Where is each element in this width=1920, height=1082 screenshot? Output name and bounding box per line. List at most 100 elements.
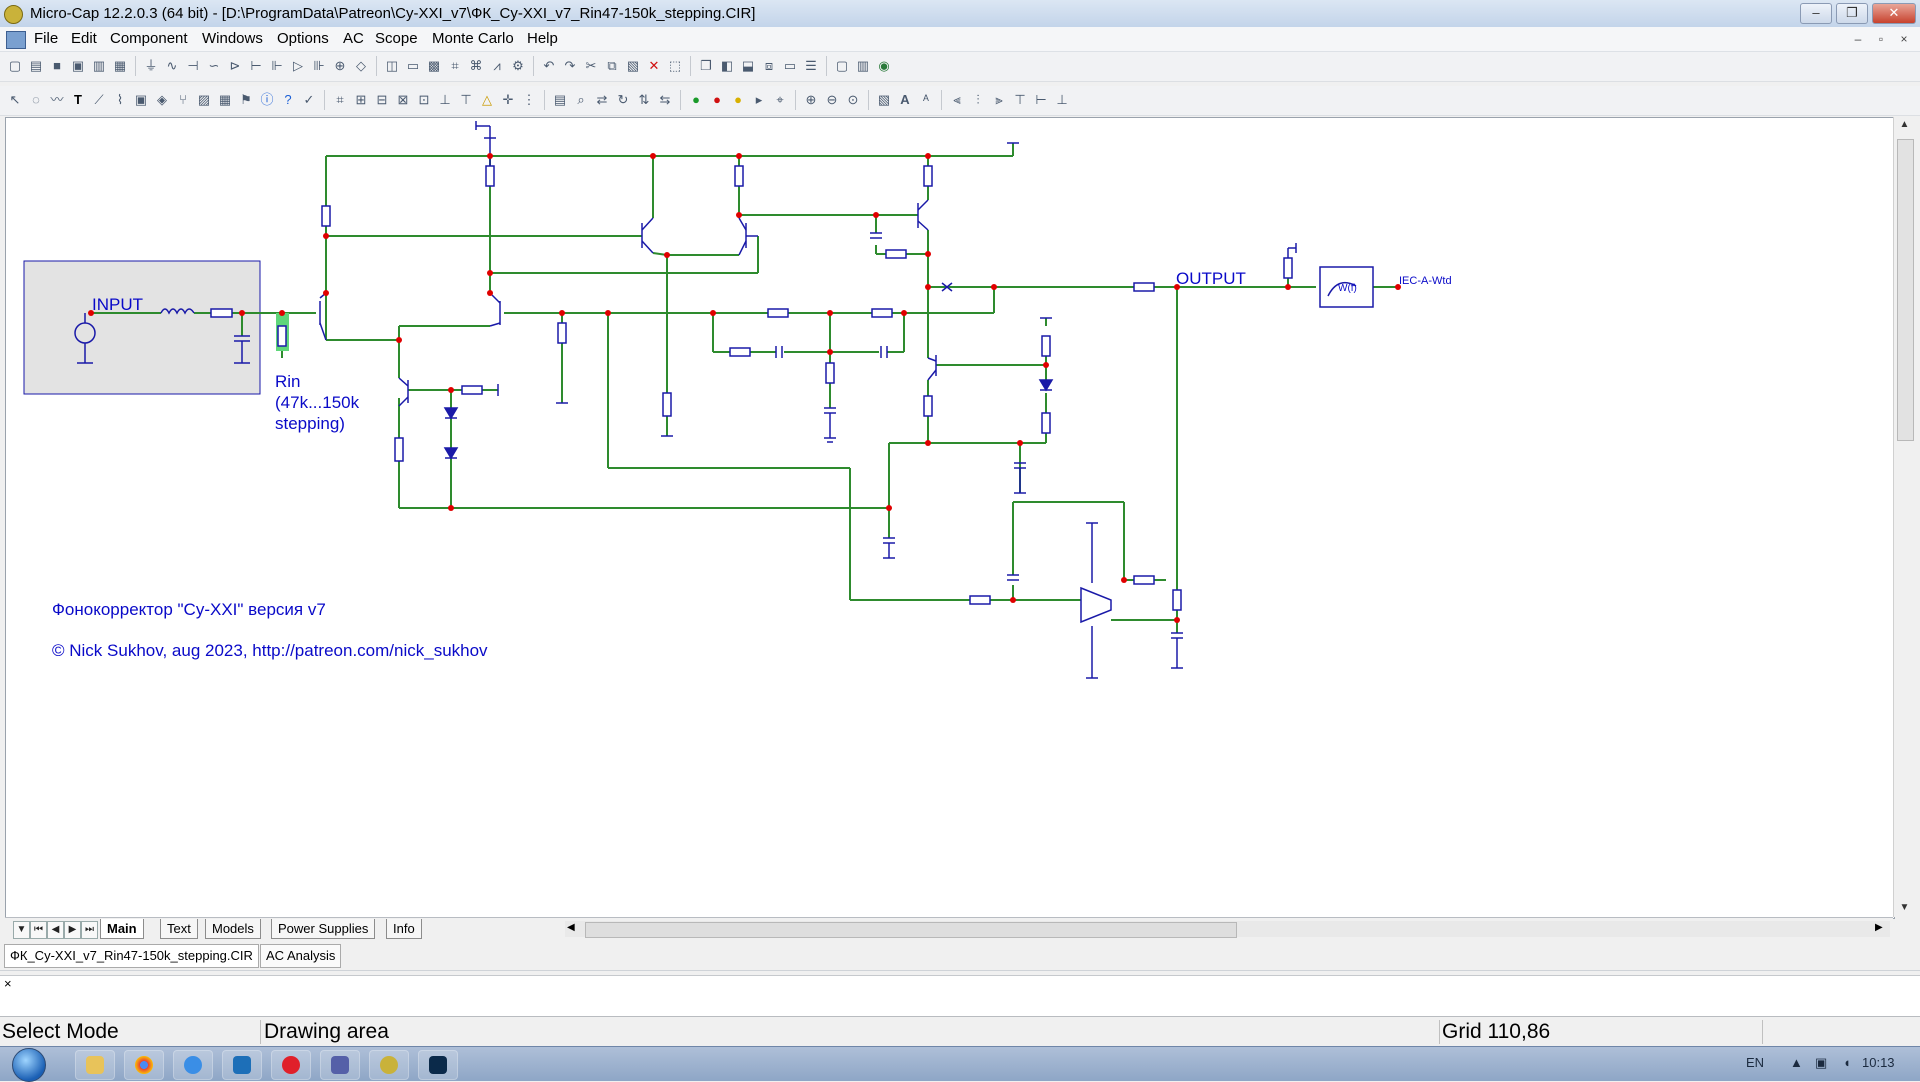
redo-icon[interactable]: ↷ bbox=[564, 58, 576, 73]
menu-help[interactable]: Help bbox=[527, 30, 558, 47]
align-right-icon[interactable]: ⫸ bbox=[995, 92, 1003, 107]
align-middle-icon[interactable]: ⊢ bbox=[1035, 92, 1047, 107]
capacitor[interactable] bbox=[1007, 574, 1019, 581]
transistor[interactable] bbox=[738, 217, 758, 256]
switch-marker[interactable] bbox=[941, 282, 953, 292]
diode[interactable] bbox=[443, 407, 459, 420]
menu-scope[interactable]: Scope bbox=[375, 30, 418, 47]
wire-icon[interactable]: 〰 bbox=[50, 92, 64, 107]
schematic-canvas[interactable]: INPUT OUTPUT Rin (47k...150k stepping) W… bbox=[5, 117, 1895, 919]
menu-edit[interactable]: Edit bbox=[71, 30, 97, 47]
info-icon[interactable]: ⓘ bbox=[260, 92, 274, 107]
align-left-icon[interactable]: ⫷ bbox=[953, 92, 961, 107]
step-icon[interactable]: ▸ bbox=[755, 92, 763, 107]
resistor[interactable] bbox=[871, 308, 893, 318]
jfet[interactable] bbox=[489, 292, 501, 327]
app-taskbar-button[interactable] bbox=[222, 1050, 262, 1080]
resistor[interactable] bbox=[1133, 282, 1155, 292]
diode[interactable] bbox=[443, 447, 459, 460]
bom-icon[interactable]: ▤ bbox=[553, 92, 567, 107]
close-output-button[interactable]: × bbox=[4, 976, 12, 991]
pause-icon[interactable]: ● bbox=[734, 92, 742, 107]
inductor-icon[interactable]: ∽ bbox=[208, 58, 220, 73]
capacitor[interactable] bbox=[234, 335, 250, 364]
photoshop-taskbar-button[interactable] bbox=[418, 1050, 458, 1080]
diode[interactable] bbox=[1038, 379, 1054, 392]
currents-icon[interactable]: ⊟ bbox=[376, 92, 388, 107]
align-center-icon[interactable]: ⫶ bbox=[976, 92, 980, 107]
conditions-icon[interactable]: ⊡ bbox=[418, 92, 430, 107]
mosfet-icon[interactable]: ⊩ bbox=[271, 58, 283, 73]
cross-icon[interactable]: ✛ bbox=[502, 92, 514, 107]
capacitor[interactable] bbox=[1171, 632, 1183, 669]
style-icon[interactable]: ᴬ bbox=[923, 92, 929, 107]
flag-icon[interactable]: ⚑ bbox=[240, 92, 252, 107]
vertical-scrollbar[interactable]: ▲ ▼ bbox=[1893, 117, 1915, 917]
capacitor[interactable] bbox=[870, 232, 882, 239]
probe-icon[interactable]: ⌖ bbox=[776, 92, 784, 107]
rotate-icon[interactable]: ↻ bbox=[617, 92, 629, 107]
menu-windows[interactable]: Windows bbox=[202, 30, 263, 47]
node-numbers-icon[interactable]: ⌗ bbox=[336, 92, 344, 107]
scroll-right-icon[interactable]: ▶ bbox=[1875, 922, 1883, 933]
transistor[interactable] bbox=[927, 355, 937, 381]
menu-ac[interactable]: AC bbox=[343, 30, 364, 47]
zoom-fit-icon[interactable]: ⊙ bbox=[847, 92, 859, 107]
doc-minimize-button[interactable]: – bbox=[1854, 32, 1862, 46]
microcap-taskbar-button[interactable] bbox=[369, 1050, 409, 1080]
resistor[interactable] bbox=[1041, 335, 1051, 357]
mirror-icon[interactable]: ⇆ bbox=[659, 92, 671, 107]
save-all-icon[interactable]: ▣ bbox=[71, 58, 85, 73]
calculator-icon[interactable]: ▩ bbox=[427, 58, 441, 73]
resistor[interactable] bbox=[210, 308, 233, 318]
menu-component[interactable]: Component bbox=[110, 30, 188, 47]
resistor[interactable] bbox=[1172, 589, 1182, 611]
resistor[interactable] bbox=[557, 322, 567, 344]
resistor[interactable] bbox=[923, 165, 933, 187]
resistor[interactable] bbox=[767, 308, 789, 318]
line-icon[interactable]: ⟋ bbox=[94, 92, 104, 107]
resistor[interactable] bbox=[461, 385, 483, 395]
overlap-icon[interactable]: ⧈ bbox=[764, 58, 774, 73]
source-icon[interactable]: ⊕ bbox=[334, 58, 346, 73]
minimize-button[interactable]: – bbox=[1800, 3, 1832, 24]
tab-models[interactable]: Models bbox=[205, 919, 261, 939]
menu-options[interactable]: Options bbox=[277, 30, 329, 47]
resistor[interactable] bbox=[485, 165, 495, 187]
opera-taskbar-button[interactable] bbox=[271, 1050, 311, 1080]
doc-restore-button[interactable]: ▫ bbox=[1878, 32, 1884, 46]
close-button[interactable]: ✕ bbox=[1872, 3, 1916, 24]
align-bottom-icon[interactable]: ⊥ bbox=[1056, 92, 1068, 107]
start-button[interactable] bbox=[12, 1048, 46, 1082]
print-preview-icon[interactable]: ▥ bbox=[92, 58, 106, 73]
window-icon[interactable]: ▭ bbox=[783, 58, 797, 73]
select-icon[interactable]: ↖ bbox=[9, 92, 21, 107]
resistor[interactable] bbox=[1041, 412, 1051, 434]
document-icon[interactable] bbox=[6, 31, 26, 49]
chrome-taskbar-button[interactable] bbox=[124, 1050, 164, 1080]
horizontal-scroll-thumb[interactable] bbox=[585, 922, 1237, 938]
edge-taskbar-button[interactable] bbox=[173, 1050, 213, 1080]
find-icon[interactable]: ⌕ bbox=[577, 92, 585, 107]
grid-icon[interactable]: ⋮ bbox=[522, 92, 536, 107]
zoom-out-icon[interactable]: ⊖ bbox=[826, 92, 838, 107]
input-block[interactable] bbox=[23, 260, 261, 395]
diode-icon[interactable]: ⊳ bbox=[229, 58, 241, 73]
align-top-icon[interactable]: ⊤ bbox=[1014, 92, 1026, 107]
network-icon[interactable]: ▣ bbox=[1815, 1055, 1828, 1070]
resistor-icon[interactable]: ∿ bbox=[166, 58, 178, 73]
tab-power-supplies[interactable]: Power Supplies bbox=[271, 919, 376, 939]
menu-file[interactable]: File bbox=[34, 30, 59, 47]
image-icon[interactable]: ▨ bbox=[197, 92, 211, 107]
inductor[interactable] bbox=[160, 308, 195, 315]
bezier-icon[interactable]: ⌇ bbox=[116, 92, 124, 107]
weighting-filter-block[interactable] bbox=[1319, 266, 1374, 308]
next-tab-icon[interactable]: ▶ bbox=[64, 921, 81, 939]
ground-icon[interactable]: ⏚ bbox=[144, 58, 158, 73]
print-icon[interactable]: ▦ bbox=[113, 58, 127, 73]
chart-icon[interactable]: ⩘ bbox=[493, 58, 501, 73]
transistor[interactable] bbox=[917, 199, 929, 231]
page-settings-icon[interactable]: ▥ bbox=[856, 58, 870, 73]
power-icon[interactable]: ⊠ bbox=[397, 92, 409, 107]
table-icon[interactable]: ▦ bbox=[218, 92, 232, 107]
